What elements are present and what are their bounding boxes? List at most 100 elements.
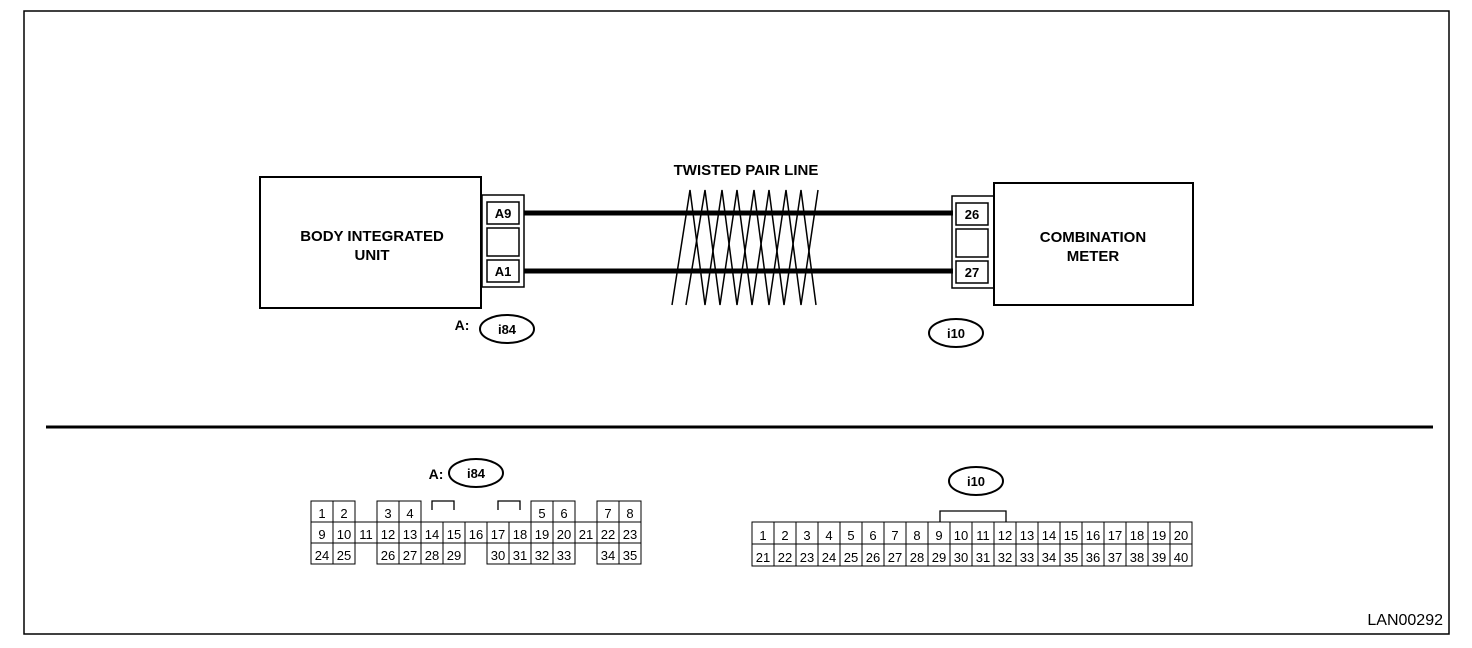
left-pin-a1-label: A1 [495, 264, 512, 279]
i84-pin-cell [332, 542, 356, 565]
i10-pin-number: 39 [1152, 550, 1166, 565]
i84-pin-number: 22 [601, 527, 615, 542]
left-connector-id-oval [479, 314, 535, 344]
i10-pin-number: 8 [913, 528, 920, 543]
i10-pin-number: 19 [1152, 528, 1166, 543]
i84-pin-cell [552, 542, 576, 565]
i10-pin-number: 37 [1108, 550, 1122, 565]
i10-pin-number: 11 [976, 528, 990, 543]
body-integrated-unit-label-line1: BODY INTEGRATED [300, 228, 444, 245]
i84-pin-number: 20 [557, 527, 571, 542]
i84-pin-number: 18 [513, 527, 527, 542]
i84-pin-number: 29 [447, 548, 461, 563]
i10-pin-number: 14 [1042, 528, 1056, 543]
i84-pin-number: 23 [623, 527, 637, 542]
i84-pin-cell [618, 542, 642, 565]
i10-pin-number: 35 [1064, 550, 1078, 565]
right-connector-id: i10 [947, 326, 965, 341]
i84-pin-number: 24 [315, 548, 329, 563]
i84-pin-number: 6 [560, 506, 567, 521]
i10-pin-number: 31 [976, 550, 990, 565]
i84-pin-number: 14 [425, 527, 439, 542]
i84-pin-number: 34 [601, 548, 615, 563]
i84-pin-number: 2 [340, 506, 347, 521]
i10-pin-number: 12 [998, 528, 1012, 543]
i84-pin-number: 33 [557, 548, 571, 563]
i84-pin-number: 30 [491, 548, 505, 563]
i84-pin-number: 4 [406, 506, 413, 521]
i10-pin-number: 36 [1086, 550, 1100, 565]
twisted-pair-twist-back [685, 189, 817, 306]
i84-pin-number: 27 [403, 548, 417, 563]
i10-face-id-oval [948, 466, 1004, 496]
combination-meter-label-line1: COMBINATION [1040, 229, 1146, 246]
i10-pin-number: 13 [1020, 528, 1034, 543]
i10-pin-number: 29 [932, 550, 946, 565]
i84-face-prefix: A: [429, 466, 444, 482]
i84-pin-cell [442, 542, 466, 565]
i10-pin-number: 28 [910, 550, 924, 565]
i84-pin-number: 1 [318, 506, 325, 521]
i84-pin-number: 7 [604, 506, 611, 521]
i84-pin-number: 17 [491, 527, 505, 542]
i84-pin-number: 35 [623, 548, 637, 563]
i84-pin-number: 10 [337, 527, 351, 542]
combination-meter-box [993, 182, 1194, 306]
i10-pin-number: 22 [778, 550, 792, 565]
i84-pin-number: 31 [513, 548, 527, 563]
i10-pin-number: 32 [998, 550, 1012, 565]
i10-pin-number: 23 [800, 550, 814, 565]
i84-pin-number: 16 [469, 527, 483, 542]
i10-pin-number: 17 [1108, 528, 1122, 543]
body-integrated-unit-box [259, 176, 482, 309]
i10-pin-number: 2 [781, 528, 788, 543]
i84-pin-number: 15 [447, 527, 461, 542]
i84-pin-number: 5 [538, 506, 545, 521]
i10-pin-number: 26 [866, 550, 880, 565]
left-connector-prefix: A: [455, 317, 470, 333]
i10-pin-number: 10 [954, 528, 968, 543]
i84-pin-number: 3 [384, 506, 391, 521]
i10-pin-cell [1169, 543, 1193, 567]
i10-pin-number: 6 [869, 528, 876, 543]
i84-face-id-oval [448, 458, 504, 488]
i10-pin-number: 33 [1020, 550, 1034, 565]
i84-pin-number: 13 [403, 527, 417, 542]
i84-face-id: i84 [467, 466, 486, 481]
i10-pin-number: 40 [1174, 550, 1188, 565]
right-pin-26-label: 26 [965, 207, 979, 222]
i84-pin-number: 19 [535, 527, 549, 542]
twisted-pair-twist [671, 189, 819, 306]
i84-pin-number: 21 [579, 527, 593, 542]
i84-pin-number: 25 [337, 548, 351, 563]
left-connector-id: i84 [498, 322, 517, 337]
i10-pin-number: 1 [759, 528, 766, 543]
i10-pin-number: 30 [954, 550, 968, 565]
i10-pin-number: 34 [1042, 550, 1056, 565]
i10-pin-number: 9 [935, 528, 942, 543]
right-connector-id-oval [928, 318, 984, 348]
i10-pin-number: 18 [1130, 528, 1144, 543]
i10-pin-number: 5 [847, 528, 854, 543]
i10-face-id: i10 [967, 474, 985, 489]
i84-pin-number: 12 [381, 527, 395, 542]
i10-pin-number: 7 [891, 528, 898, 543]
i84-pin-number: 8 [626, 506, 633, 521]
i84-pin-number: 32 [535, 548, 549, 563]
i10-pin-number: 25 [844, 550, 858, 565]
twisted-pair-label: TWISTED PAIR LINE [674, 162, 819, 179]
i10-pin-number: 3 [803, 528, 810, 543]
i10-pin-number: 24 [822, 550, 836, 565]
i10-lock-tab [939, 510, 1007, 522]
left-pin-a9-label: A9 [495, 206, 512, 221]
body-integrated-unit-label-line2: UNIT [355, 247, 390, 264]
figure-code: LAN00292 [1367, 612, 1443, 629]
i84-lock-tab [497, 500, 521, 510]
i10-pin-number: 15 [1064, 528, 1078, 543]
i10-pin-number: 21 [756, 550, 770, 565]
i84-pin-number: 11 [359, 527, 373, 542]
i10-pin-number: 4 [825, 528, 832, 543]
